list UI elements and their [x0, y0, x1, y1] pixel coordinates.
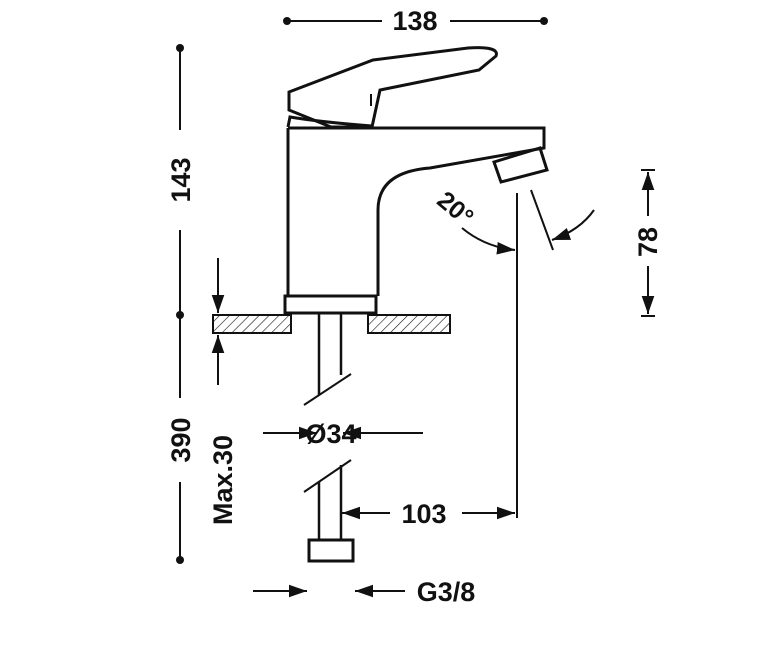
label-spout-height: 78: [633, 227, 663, 257]
faucet-base-collar: [283, 294, 378, 315]
label-connection: G3/8: [417, 577, 476, 607]
dim-angle: 20°: [432, 186, 595, 255]
label-below-counter: 390: [166, 417, 196, 462]
faucet-aerator: [492, 146, 549, 184]
label-reach: 103: [401, 499, 446, 529]
faucet-spout: [288, 126, 546, 296]
label-diameter: Ø34: [305, 419, 356, 449]
label-total-width: 138: [392, 6, 437, 36]
countertop-right: [367, 314, 451, 334]
label-total-height: 143: [166, 157, 196, 202]
g38-connector: [307, 538, 355, 563]
dim-spout-height: 78: [633, 169, 663, 317]
dim-max-counter: Max.30: [208, 258, 238, 525]
dim-diameter: Ø34: [263, 419, 423, 449]
label-angle: 20°: [432, 186, 479, 232]
label-max-counter: Max.30: [208, 435, 238, 525]
supply-hose: [303, 313, 355, 563]
dim-left-column: 143 390: [166, 44, 196, 564]
dim-reach: 103: [342, 193, 518, 529]
countertop-left: [212, 314, 292, 334]
dim-total-width: 138: [283, 6, 548, 36]
countertop: [212, 314, 451, 334]
dim-connection: G3/8: [253, 577, 475, 607]
faucet-handle: [287, 46, 498, 129]
faucet-body: [283, 46, 549, 315]
